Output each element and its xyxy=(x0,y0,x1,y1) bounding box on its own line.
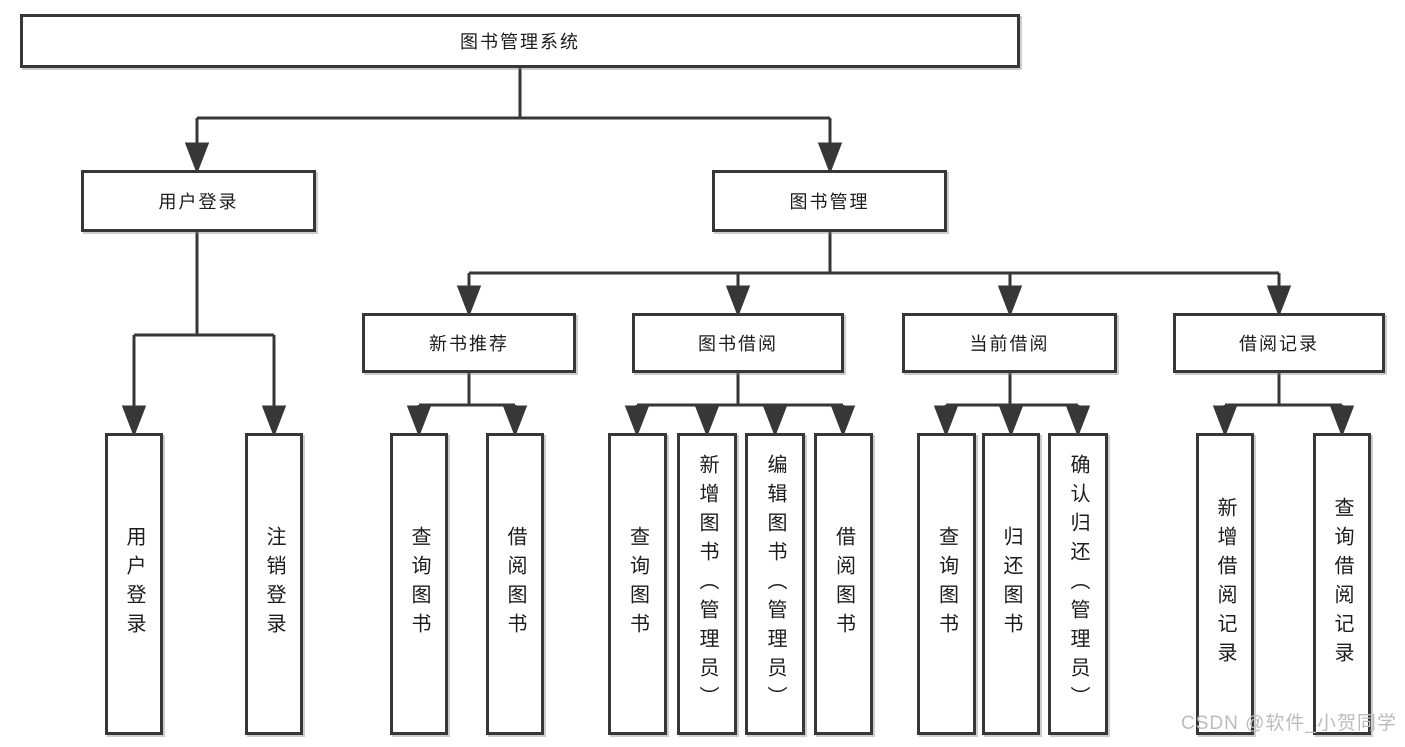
node-label: 用户登录 xyxy=(158,192,239,212)
leaf-add-books-admin: 新增图书（管理员） xyxy=(677,433,737,735)
connector-current-borrow xyxy=(933,373,1091,438)
connector-book-borrow xyxy=(624,373,856,438)
node-label: 借阅记录 xyxy=(1239,334,1319,354)
leaf-return-books: 归还图书 xyxy=(982,433,1040,735)
leaf-logout: 注销登录 xyxy=(245,433,303,735)
leaf-query-books-borrow: 查询图书 xyxy=(608,433,667,735)
leaf-label: 借阅图书 xyxy=(504,526,526,642)
node-current-borrow: 当前借阅 xyxy=(902,313,1117,373)
leaf-label: 归还图书 xyxy=(1000,526,1022,642)
csdn-watermark: CSDN @软件_小贺同学 xyxy=(1181,713,1397,734)
leaf-label: 查询借阅记录 xyxy=(1331,497,1353,671)
leaf-label: 新增借阅记录 xyxy=(1214,497,1236,671)
node-label: 新书推荐 xyxy=(429,334,509,354)
connector-borrow-records xyxy=(1212,373,1355,438)
node-label: 图书管理系统 xyxy=(460,32,580,52)
leaf-label: 编辑图书（管理员） xyxy=(764,453,786,715)
leaf-user-login: 用户登录 xyxy=(105,433,163,735)
connector-new-book-recommend xyxy=(406,373,528,438)
node-label: 当前借阅 xyxy=(969,334,1050,354)
leaf-label: 用户登录 xyxy=(123,526,145,642)
node-borrow-records: 借阅记录 xyxy=(1173,313,1385,373)
leaf-label: 借阅图书 xyxy=(832,526,855,642)
node-book-management: 图书管理 xyxy=(712,170,947,232)
node-library-management-system: 图书管理系统 xyxy=(20,14,1020,68)
node-book-borrow: 图书借阅 xyxy=(632,313,844,373)
leaf-query-books-current: 查询图书 xyxy=(917,433,976,735)
leaf-label: 查询图书 xyxy=(935,526,958,642)
leaf-add-borrow-record: 新增借阅记录 xyxy=(1196,433,1254,735)
leaf-label: 新增图书（管理员） xyxy=(696,453,718,715)
leaf-edit-books-admin: 编辑图书（管理员） xyxy=(745,433,805,735)
leaf-query-books-newbook: 查询图书 xyxy=(390,433,448,735)
node-user-login: 用户登录 xyxy=(81,170,316,232)
connector-root xyxy=(184,68,843,175)
leaf-query-borrow-record: 查询借阅记录 xyxy=(1313,433,1371,735)
leaf-label: 查询图书 xyxy=(626,526,649,642)
node-new-book-recommend: 新书推荐 xyxy=(362,313,576,373)
leaf-label: 注销登录 xyxy=(263,526,285,642)
leaf-label: 确认归还（管理员） xyxy=(1067,453,1089,715)
node-label: 图书管理 xyxy=(789,192,870,212)
connector-user-login xyxy=(121,232,287,438)
leaf-borrow-books-borrow: 借阅图书 xyxy=(814,433,873,735)
node-label: 图书借阅 xyxy=(698,334,778,354)
leaf-label: 查询图书 xyxy=(408,526,430,642)
leaf-borrow-books-newbook: 借阅图书 xyxy=(486,433,544,735)
connector-book-management xyxy=(456,232,1292,318)
leaf-confirm-return-admin: 确认归还（管理员） xyxy=(1048,433,1108,735)
